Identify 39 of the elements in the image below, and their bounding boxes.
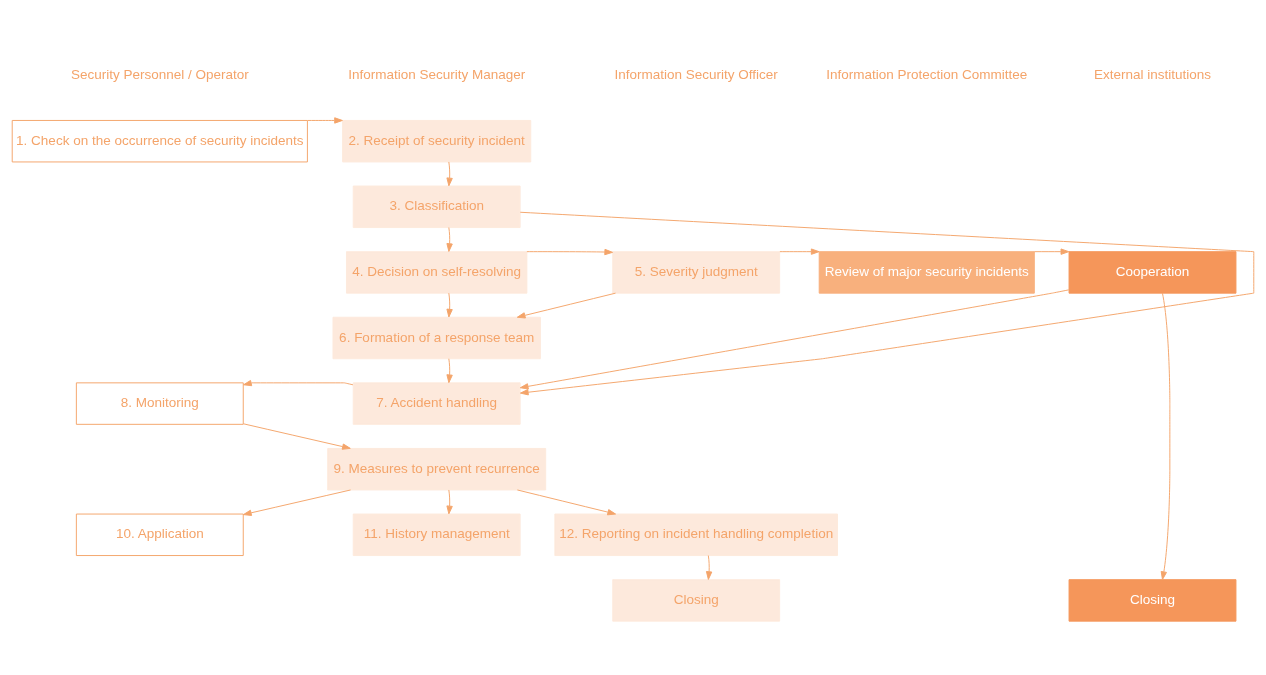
arrow <box>243 379 354 386</box>
node-box: 5. Severity judgment <box>612 250 781 294</box>
node-box: 4. Decision on self-resolving <box>346 250 528 294</box>
node-box: 9. Measures to prevent recurrence <box>327 447 547 490</box>
node-box: Cooperation <box>1068 250 1237 294</box>
arrow <box>1033 248 1070 255</box>
arrow <box>446 357 453 383</box>
node-box: 10. Application <box>75 513 244 556</box>
node-text: Information Security Officer <box>614 66 778 82</box>
node-box: 1. Check on the occurrence of security incidents <box>11 119 308 162</box>
node-box: 2. Receipt of security incident <box>342 119 532 162</box>
arrow <box>1160 292 1171 580</box>
arrow <box>705 554 713 580</box>
node-box: Review of major security incidents <box>818 250 1035 294</box>
arrow <box>516 292 616 318</box>
node-box: 7. Accident handling <box>352 381 521 425</box>
arrow <box>307 116 343 124</box>
node-box: Closing <box>612 578 781 622</box>
node-box: 8. Monitoring <box>75 381 244 425</box>
node-text: Information Protection Committee <box>826 66 1028 82</box>
arrow <box>243 488 352 516</box>
arrow <box>519 211 1255 395</box>
arrow <box>446 488 453 514</box>
node-box: 3. Classification <box>352 185 521 228</box>
node-box: 11. History management <box>352 513 521 556</box>
arrow <box>446 292 453 317</box>
arrow <box>446 226 453 252</box>
arrow <box>526 248 614 255</box>
node-text: Security Personnel / Operator <box>70 66 249 82</box>
node-text: External institutions <box>1093 66 1212 82</box>
arrow <box>519 288 1070 390</box>
arrow <box>243 422 351 450</box>
node-text: Information Security Manager <box>348 66 526 82</box>
arrow <box>516 488 617 515</box>
arrow <box>446 161 453 186</box>
node-box: 12. Reporting on incident handling completion <box>554 513 838 556</box>
arrow <box>779 248 820 255</box>
node-box: Closing <box>1068 578 1237 622</box>
node-box: 6. Formation of a response team <box>332 316 541 359</box>
